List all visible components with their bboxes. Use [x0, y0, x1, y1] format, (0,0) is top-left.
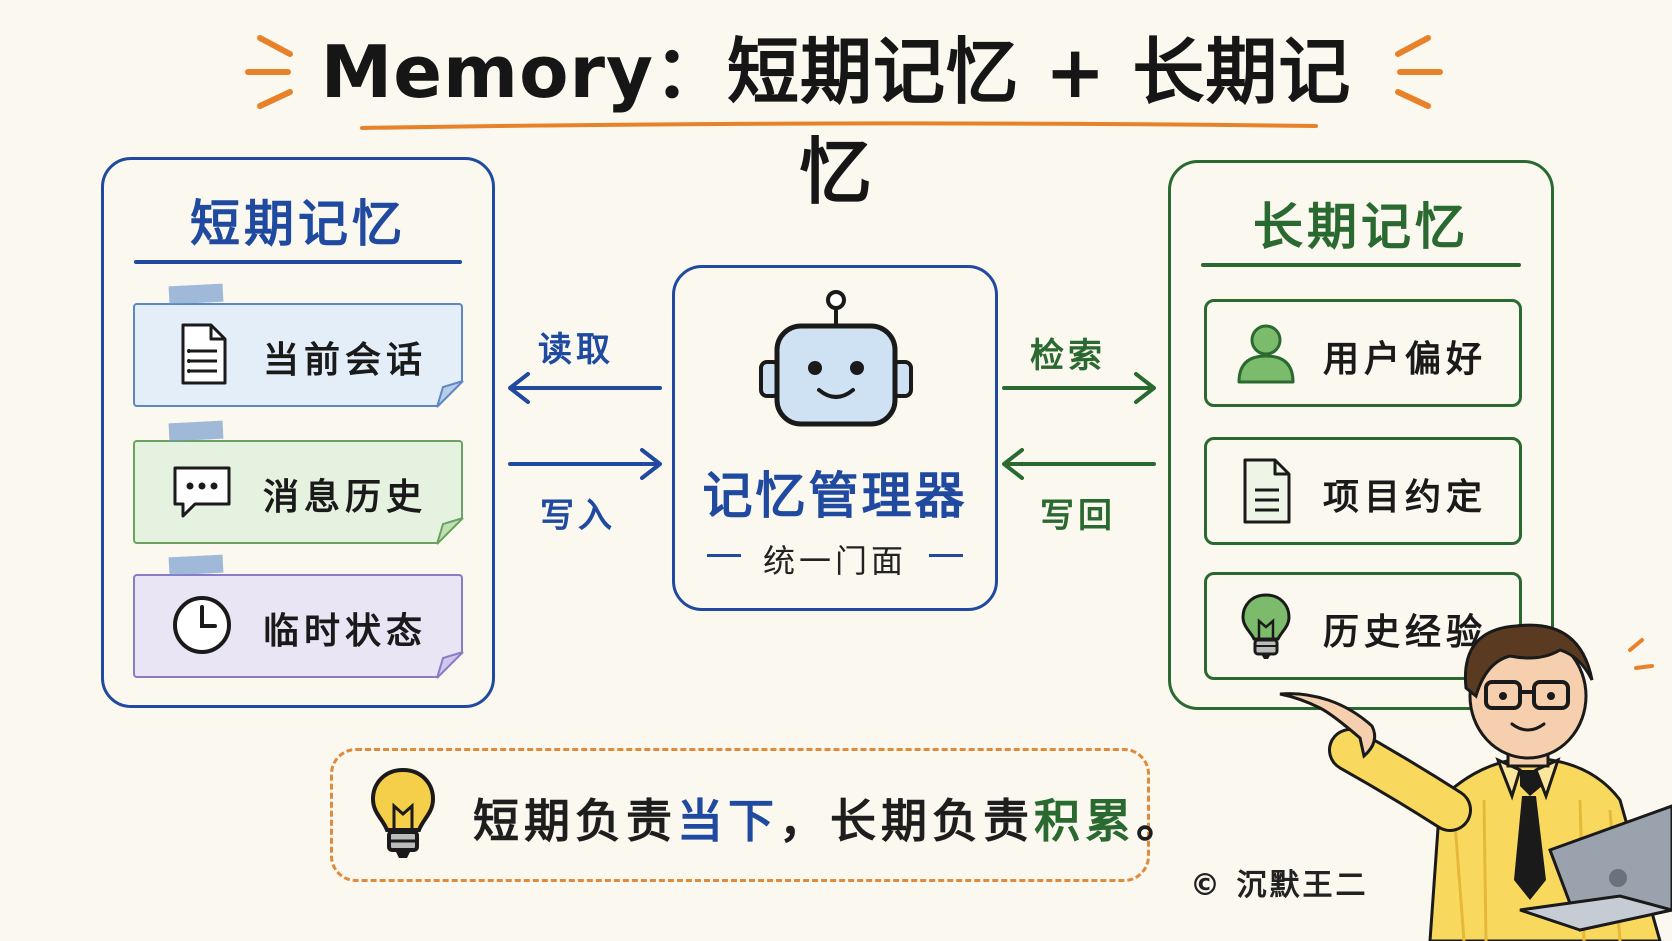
- summary-tip: 短期负责当下，长期负责积累。: [330, 748, 1182, 882]
- short-term-item-label: 当前会话: [263, 340, 428, 381]
- document-icon: [1243, 458, 1291, 524]
- tape-decoration: [168, 283, 224, 305]
- title-decoration-left: [245, 35, 293, 109]
- retrieve-label: 检索: [1030, 336, 1106, 376]
- title-underline: [360, 121, 1318, 130]
- long-term-item-user-preference: 用户偏好: [1204, 299, 1522, 407]
- short-term-item-current-session: 当前会话: [133, 283, 464, 408]
- short-term-divider: [134, 260, 462, 264]
- memory-manager-box: 记忆管理器 统一门面: [672, 265, 998, 611]
- memory-manager-name: 记忆管理器: [702, 467, 968, 525]
- memory-manager-subtitle: 统一门面: [762, 542, 907, 580]
- clock-icon: [173, 596, 231, 654]
- long-term-title: 长期记忆: [1253, 198, 1469, 256]
- tape-decoration: [168, 554, 224, 576]
- read-arrow: [508, 372, 662, 404]
- retrieve-arrow: [1002, 372, 1156, 404]
- author-credit: © 沉默王二: [1190, 868, 1369, 903]
- summary-text: 短期负责当下，长期负责积累。: [473, 785, 1187, 851]
- write-label: 写入: [540, 496, 616, 536]
- long-term-item-label: 历史经验: [1323, 612, 1488, 653]
- summary-part-1: 短期负责: [473, 794, 677, 848]
- write-back-label: 写回: [1040, 496, 1116, 536]
- long-term-item-label: 项目约定: [1323, 477, 1488, 518]
- write-arrow: [508, 448, 662, 480]
- long-term-item-label: 用户偏好: [1323, 339, 1488, 380]
- long-term-item-project-convention: 项目约定: [1204, 437, 1522, 545]
- page-fold: [436, 380, 464, 408]
- presenter-illustration: [1279, 623, 1672, 941]
- chat-bubble-icon: [173, 466, 231, 518]
- short-term-item-message-history: 消息历史: [133, 420, 464, 545]
- write-back-arrow: [1002, 448, 1156, 480]
- summary-highlight-accumulate: 积累: [1034, 794, 1136, 848]
- summary-part-3: 。: [1136, 794, 1187, 848]
- long-term-panel: 长期记忆 用户偏好 项目约定 历史经验: [1168, 160, 1554, 710]
- lightbulb-icon: [1241, 593, 1291, 659]
- subtitle-dash: [707, 554, 741, 557]
- long-term-item-experience: 历史经验: [1204, 572, 1522, 680]
- short-term-item-label: 临时状态: [263, 611, 428, 652]
- lightbulb-icon: [370, 767, 436, 858]
- tape-decoration: [168, 420, 224, 442]
- long-term-divider: [1201, 263, 1521, 267]
- page-title: Memory：短期记忆 + 长期记忆: [320, 30, 1352, 214]
- page-fold: [436, 651, 464, 679]
- page-fold: [436, 517, 464, 545]
- user-icon: [1237, 324, 1295, 384]
- short-term-title: 短期记忆: [190, 195, 406, 253]
- summary-part-2: ，长期负责: [779, 794, 1034, 848]
- short-term-panel: 短期记忆 当前会话 消息历史 临时状态: [101, 157, 495, 708]
- document-icon: [181, 323, 227, 385]
- read-label: 读取: [538, 330, 614, 370]
- summary-highlight-present: 当下: [677, 794, 779, 848]
- title-decoration-right: [1395, 35, 1443, 109]
- short-term-item-label: 消息历史: [263, 477, 428, 518]
- subtitle-dash: [929, 554, 963, 557]
- short-term-item-temp-state: 临时状态: [133, 554, 464, 679]
- robot-icon: [759, 290, 913, 427]
